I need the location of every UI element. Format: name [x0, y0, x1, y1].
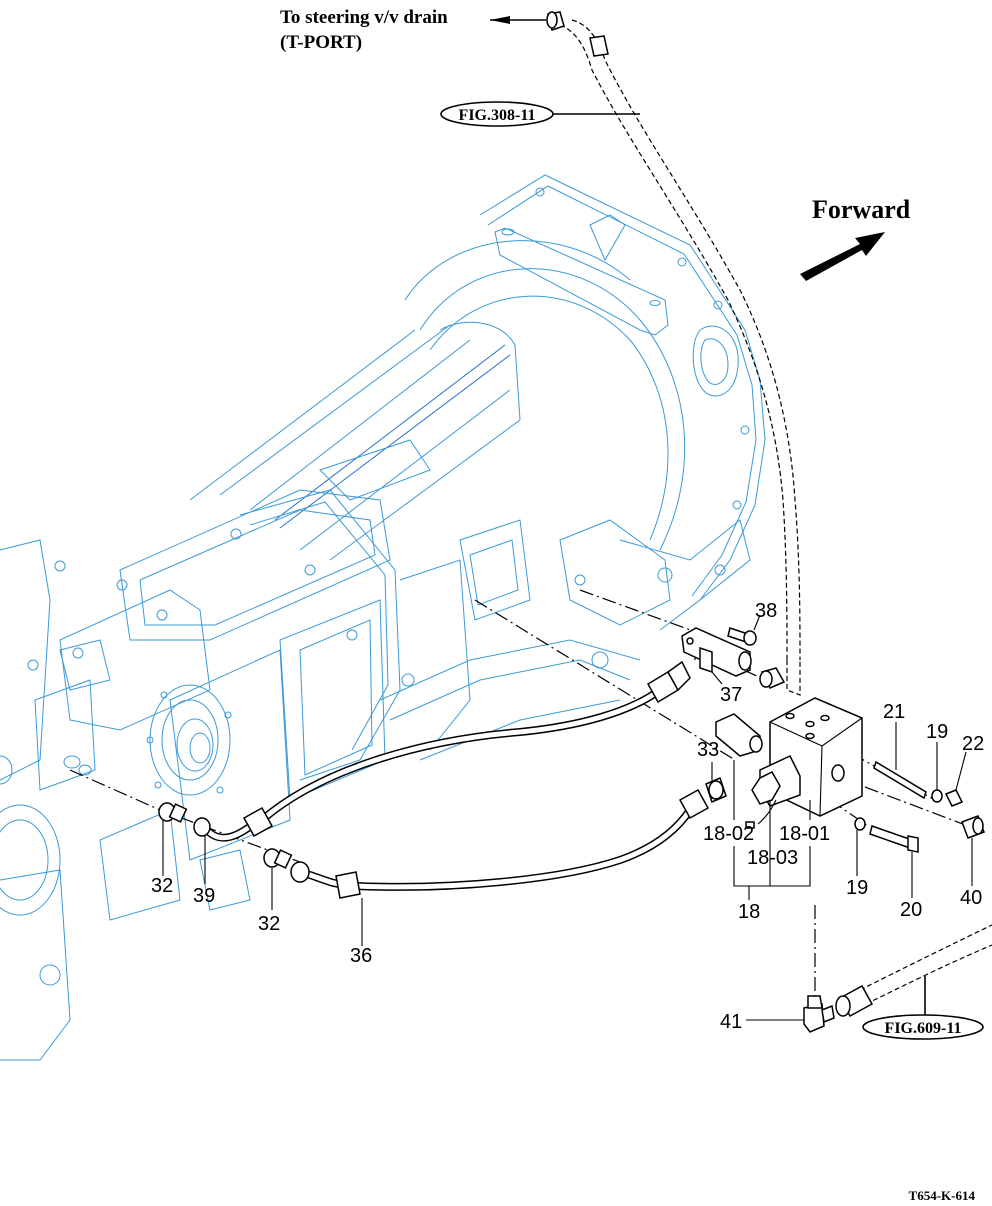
valve-block-18	[745, 697, 863, 829]
callout-18-02: 18-02	[703, 823, 754, 845]
callout-37: 37	[720, 684, 742, 706]
callout-38: 38	[755, 600, 777, 622]
callout-leaders	[162, 614, 973, 1021]
ref-label: FIG.308-11	[459, 107, 536, 124]
hose-fig-609	[835, 924, 992, 1018]
drain-nut	[759, 667, 786, 689]
callout-33: 33	[697, 739, 719, 761]
callout-22: 22	[962, 733, 984, 755]
callout-20: 20	[900, 899, 922, 921]
stud-21	[873, 760, 927, 800]
forward-indicator: Forward	[800, 195, 911, 281]
steering-drain-port: (T-PORT)	[280, 32, 362, 53]
steering-drain-note: To steering v/v drain	[280, 7, 448, 28]
adapter-40	[961, 815, 985, 839]
callout-18: 18	[738, 901, 760, 923]
callout-18-01: 18-01	[779, 823, 830, 845]
fitting-32-a	[158, 802, 188, 823]
figure-code: T654-K-614	[909, 1188, 976, 1203]
callout-32-b: 32	[258, 913, 280, 935]
washer-19-a	[931, 789, 943, 803]
valve-cartridge	[715, 713, 763, 757]
fitting-32-b	[263, 848, 293, 869]
callout-36: 36	[350, 945, 372, 967]
ref-oval	[862, 1014, 984, 1040]
callout-labels: 38 37 21 19 22 33 18-02 18-01 18-03 18 1…	[151, 600, 984, 1033]
callout-32-a: 32	[151, 875, 173, 897]
ref-fig-308-11[interactable]: FIG.308-11	[440, 101, 640, 127]
hose-36	[290, 788, 710, 899]
transmission-housing	[0, 174, 766, 1061]
drain-arrow-head	[490, 16, 510, 24]
hose-39	[193, 660, 691, 842]
callout-18-03: 18-03	[747, 847, 798, 869]
callout-19-b: 19	[846, 877, 868, 899]
callout-19-a: 19	[926, 721, 948, 743]
ref-fig-609-11[interactable]: FIG.609-11	[862, 976, 984, 1040]
bolt-38	[727, 627, 757, 646]
ref-label: FIG.609-11	[885, 1020, 962, 1037]
forward-label: Forward	[812, 195, 911, 224]
adapter-33	[705, 776, 727, 804]
washer-19-b	[854, 817, 866, 831]
callout-21: 21	[883, 701, 905, 723]
nut-22	[944, 789, 964, 807]
steering-drain-hose	[490, 11, 801, 696]
bolt-20	[869, 825, 919, 853]
callout-39: 39	[193, 885, 215, 907]
tee-fitting-37	[681, 627, 752, 677]
callout-40: 40	[960, 887, 982, 909]
callout-41: 41	[720, 1011, 742, 1033]
elbow-41	[803, 995, 835, 1033]
forward-arrow-icon	[800, 232, 885, 281]
